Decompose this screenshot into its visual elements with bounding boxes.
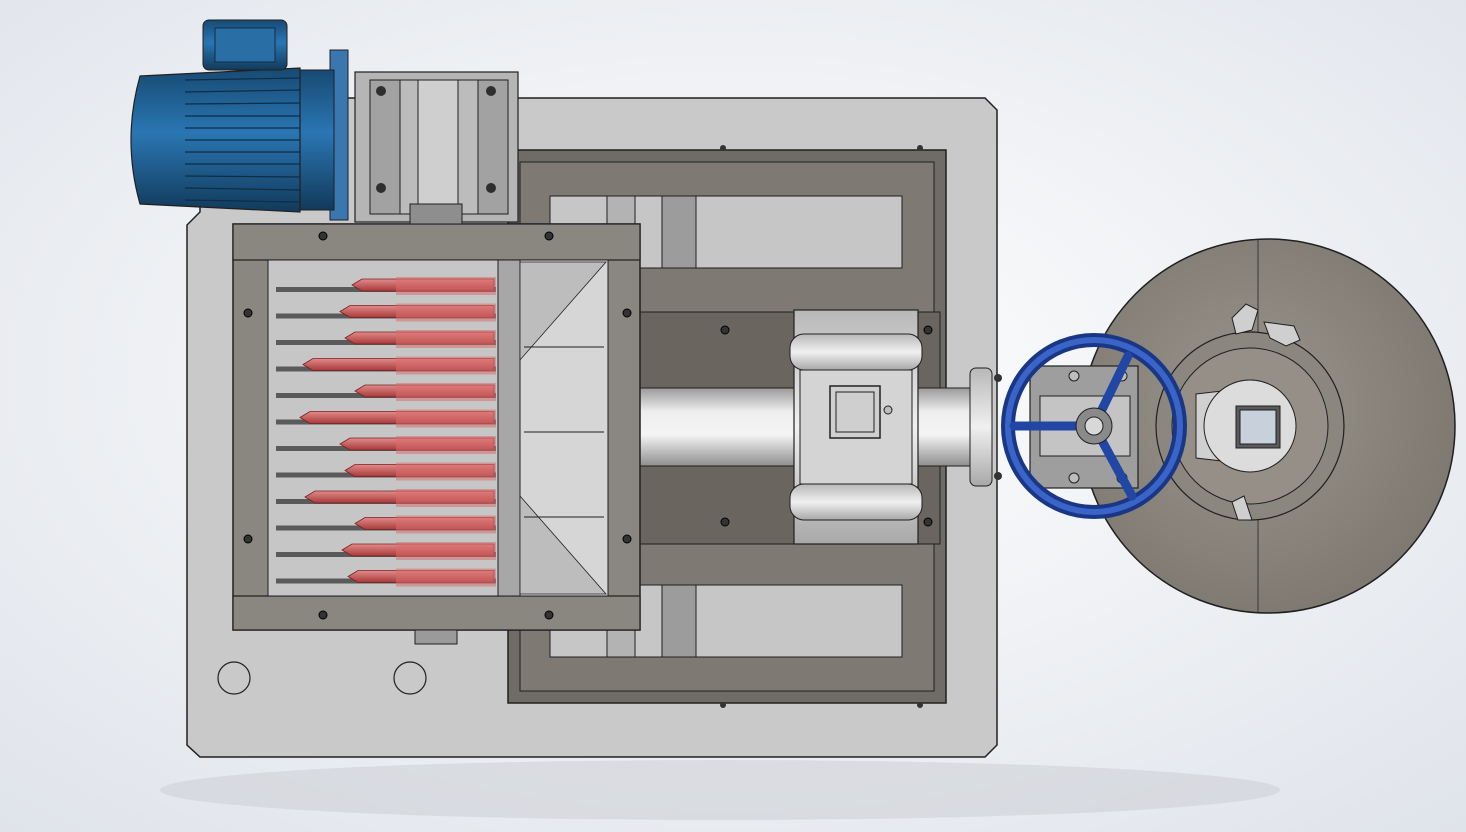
electric-motor[interactable] [130, 19, 349, 221]
cutter-tooth [396, 436, 496, 454]
cutter-tooth [396, 542, 496, 560]
cutter-tooth [396, 409, 496, 428]
motor-icon [184, 77, 301, 203]
flange[interactable] [969, 367, 1002, 487]
cutter-tooth [396, 462, 496, 481]
cutter-tooth [396, 330, 496, 348]
tank-disc[interactable] [1080, 238, 1456, 614]
cutter-blades[interactable] [276, 277, 496, 587]
access-hatch[interactable] [1155, 303, 1345, 521]
cutter-tooth [396, 303, 496, 322]
cutter-tooth [396, 277, 496, 295]
pipe-clamp[interactable] [789, 309, 923, 545]
gearbox[interactable] [354, 71, 519, 225]
cutter-tooth [396, 515, 496, 534]
cutter-tooth [396, 489, 496, 507]
cutter-tooth [396, 568, 496, 587]
cutter-tooth [396, 356, 496, 375]
cutter-tooth [396, 383, 496, 401]
handwheel[interactable] [1001, 333, 1187, 519]
